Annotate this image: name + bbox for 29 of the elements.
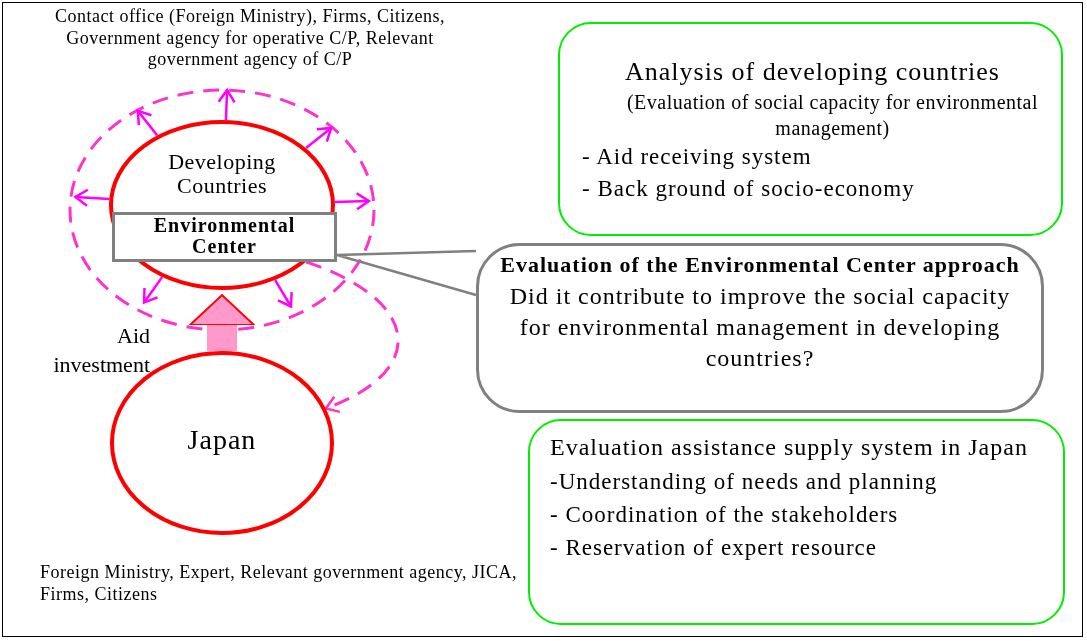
rounded-box (558, 22, 1063, 236)
arrow (136, 109, 159, 137)
question-text: Did it contribute to improve the social capacity for environmental management in developing countries? (508, 281, 1012, 374)
arrow (217, 88, 236, 121)
arrow (74, 188, 110, 207)
heading: Evaluation assistance supply system in Japan (550, 433, 1029, 462)
node-label: Environmental Center (152, 215, 297, 257)
arrow (142, 276, 164, 304)
list-item: - Aid receiving system (582, 142, 813, 171)
arrow (274, 279, 293, 308)
list-item: - Coordination of the stakeholders (550, 500, 900, 529)
node-label: Japan (186, 423, 258, 457)
arrow (305, 126, 333, 150)
edge-label: Aid investment (52, 322, 150, 379)
note-text: Foreign Ministry, Expert, Relevant government agency, JICA, Firms, Citizens (39, 562, 519, 606)
list-item: -Understanding of needs and planning (550, 467, 939, 496)
callout-box (476, 243, 1044, 413)
heading: Analysis of developing countries (624, 56, 1001, 88)
arrow (305, 260, 400, 413)
list-item: - Back ground of socio-economy (582, 174, 916, 203)
arrow (334, 192, 371, 211)
node-label: Developing Countries (167, 150, 277, 199)
subheading: (Evaluation of social capacity for environmental management) (625, 89, 1040, 141)
arrow (335, 249, 478, 297)
block-arrow (189, 294, 255, 351)
heading: Evaluation of the Environmental Center approach (499, 251, 1021, 279)
note-text: Contact office (Foreign Ministry), Firms, Citizens, Government agency for operative C/P, Relevant government agency of C/P (53, 6, 447, 71)
list-item: - Reservation of expert resource (550, 534, 879, 563)
rounded-box (528, 419, 1065, 625)
